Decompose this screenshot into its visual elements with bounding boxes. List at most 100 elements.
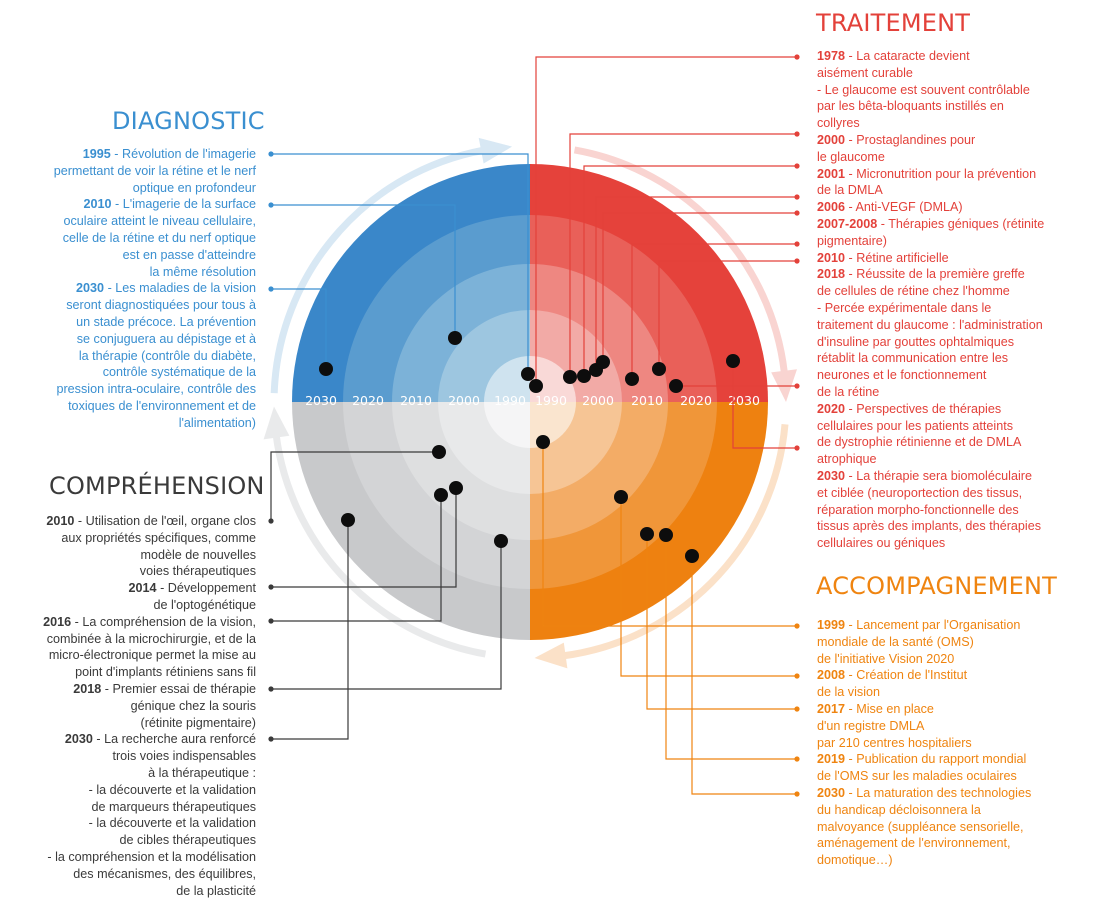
traitement-connector (602, 212, 797, 362)
scale-label-left: 2010 (400, 393, 432, 408)
diagnostic-connector-end (268, 202, 274, 208)
arrow-orange-head (534, 642, 568, 669)
arrow-grey (271, 423, 487, 658)
accompagnement-entries: 1999 - Lancement par l'Organisation mond… (817, 617, 1092, 869)
traitement-entry: 2000 - Prostaglandines pour le glaucome (817, 132, 976, 164)
traitement-connector-end (794, 383, 800, 389)
diagnostic-connector-end (268, 151, 274, 157)
scale-label-left: 1990 (494, 393, 526, 408)
diagnostic-title: DIAGNOSTIC (112, 107, 265, 135)
diagnostic-entries: 1995 - Révolution de l'imagerie permetta… (0, 146, 256, 432)
arrow-blue-head (478, 137, 513, 164)
traitement-event-dot (596, 355, 610, 369)
comprehension-connector (271, 495, 442, 622)
accompagnement-entry: 2008 - Création de l'Institut de la visi… (817, 668, 968, 700)
accompagnement-connector (646, 534, 797, 710)
accompagnement-connector (665, 535, 797, 760)
traitement-connector-end (794, 241, 800, 247)
diagnostic-entry: 2030 - Les maladies de la vision seront … (56, 281, 256, 430)
traitement-entry: 2018 - Réussite de la première greffe de… (817, 267, 1043, 399)
comprehension-entry: 2010 - Utilisation de l'œil, organe clos… (46, 514, 256, 579)
accompagnement-connector-end (794, 756, 800, 762)
accompagnement-event-dot (614, 490, 628, 504)
accompagnement-title: ACCOMPAGNEMENT (816, 572, 1058, 600)
traitement-entry: 2020 - Perspectives de thérapies cellula… (817, 401, 1022, 467)
event-dots (319, 331, 740, 563)
accompagnement-entry: 2019 - Publication du rapport mondial de… (817, 752, 1027, 784)
diagnostic-event-dot (521, 367, 535, 381)
scale-label-right: 2030 (728, 393, 760, 408)
scale-label-right: 2010 (631, 393, 663, 408)
traitement-event-dot (652, 362, 666, 376)
arrow-grey-head (263, 406, 290, 440)
traitement-connector-end (794, 163, 800, 169)
comprehension-connector (271, 520, 349, 740)
comprehension-entry: 2014 - Développement de l'optogénétique (128, 581, 256, 612)
connector-lines (268, 54, 800, 797)
traitement-title: TRAITEMENT (816, 9, 971, 37)
traitement-event-dot (563, 370, 577, 384)
traitement-connector-end (794, 210, 800, 216)
diagnostic-connector (271, 153, 529, 374)
traitement-event-dot (529, 379, 543, 393)
traitement-entry: 1978 - La cataracte devient aisément cur… (817, 49, 1030, 131)
traitement-connector-end (794, 194, 800, 200)
comprehension-connector-end (268, 584, 274, 590)
diagnostic-event-dot (319, 362, 333, 376)
arrow-orange (551, 423, 789, 661)
comprehension-entry: 2030 - La recherche aura renforcé trois … (47, 732, 256, 898)
diagnostic-connector (271, 288, 327, 369)
scale-label-left: 2000 (448, 393, 480, 408)
traitement-connector-end (794, 131, 800, 137)
comprehension-event-dot (449, 481, 463, 495)
accompagnement-connector (542, 442, 797, 627)
traitement-event-dot (625, 372, 639, 386)
accompagnement-entry: 2017 - Mise en place d'un registre DMLA … (817, 701, 972, 750)
comprehension-event-dot (432, 445, 446, 459)
comprehension-connector-end (268, 518, 274, 524)
accompagnement-connector (691, 556, 797, 795)
accompagnement-event-dot (640, 527, 654, 541)
comprehension-event-dot (434, 488, 448, 502)
accompagnement-event-dot (685, 549, 699, 563)
arrow-red (573, 146, 789, 385)
comprehension-event-dot (341, 513, 355, 527)
traitement-connector (595, 196, 797, 370)
comprehension-connector (271, 488, 457, 588)
scale-label-right: 1990 (535, 393, 567, 408)
traitement-event-dot (726, 354, 740, 368)
accompagnement-connector-end (794, 791, 800, 797)
traitement-entry: 2001 - Micronutrition pour la prévention… (817, 166, 1037, 198)
comprehension-title: COMPRÉHENSION (49, 472, 265, 500)
traitement-connector (658, 260, 797, 369)
accompagnement-event-dot (536, 435, 550, 449)
traitement-entry: 2030 - La thérapie sera biomoléculaire e… (817, 468, 1042, 551)
ring-tr-4 (530, 356, 576, 402)
traitement-entry: 2006 - Anti-VEGF (DMLA) (817, 200, 963, 215)
scale-label-right: 2000 (582, 393, 614, 408)
ring-bl-4 (484, 402, 530, 448)
diagnostic-entry: 1995 - Révolution de l'imagerie permetta… (53, 147, 256, 195)
scale-label-right: 2020 (680, 393, 712, 408)
accompagnement-connector-end (794, 623, 800, 629)
center-highlight (484, 356, 576, 448)
accompagnement-connector-end (794, 673, 800, 679)
comprehension-entries: 2010 - Utilisation de l'œil, organe clos… (0, 513, 256, 899)
traitement-entry: 2007-2008 - Thérapies géniques (rétinite… (817, 216, 1045, 248)
comprehension-connector (270, 451, 439, 521)
cycle-arrows (263, 137, 797, 669)
diagnostic-entry: 2010 - L'imagerie de la surface oculaire… (62, 197, 256, 279)
traitement-connector (583, 165, 797, 376)
traitement-connector-end (794, 258, 800, 264)
traitement-connector (732, 361, 797, 449)
accompagnement-connector-end (794, 706, 800, 712)
traitement-connector-end (794, 445, 800, 451)
comprehension-connector-end (268, 686, 274, 692)
diagnostic-event-dot (448, 331, 462, 345)
ring-tl-4 (484, 356, 530, 402)
comprehension-connector-end (268, 736, 274, 742)
arrow-blue (270, 145, 495, 394)
traitement-connector (535, 56, 797, 386)
